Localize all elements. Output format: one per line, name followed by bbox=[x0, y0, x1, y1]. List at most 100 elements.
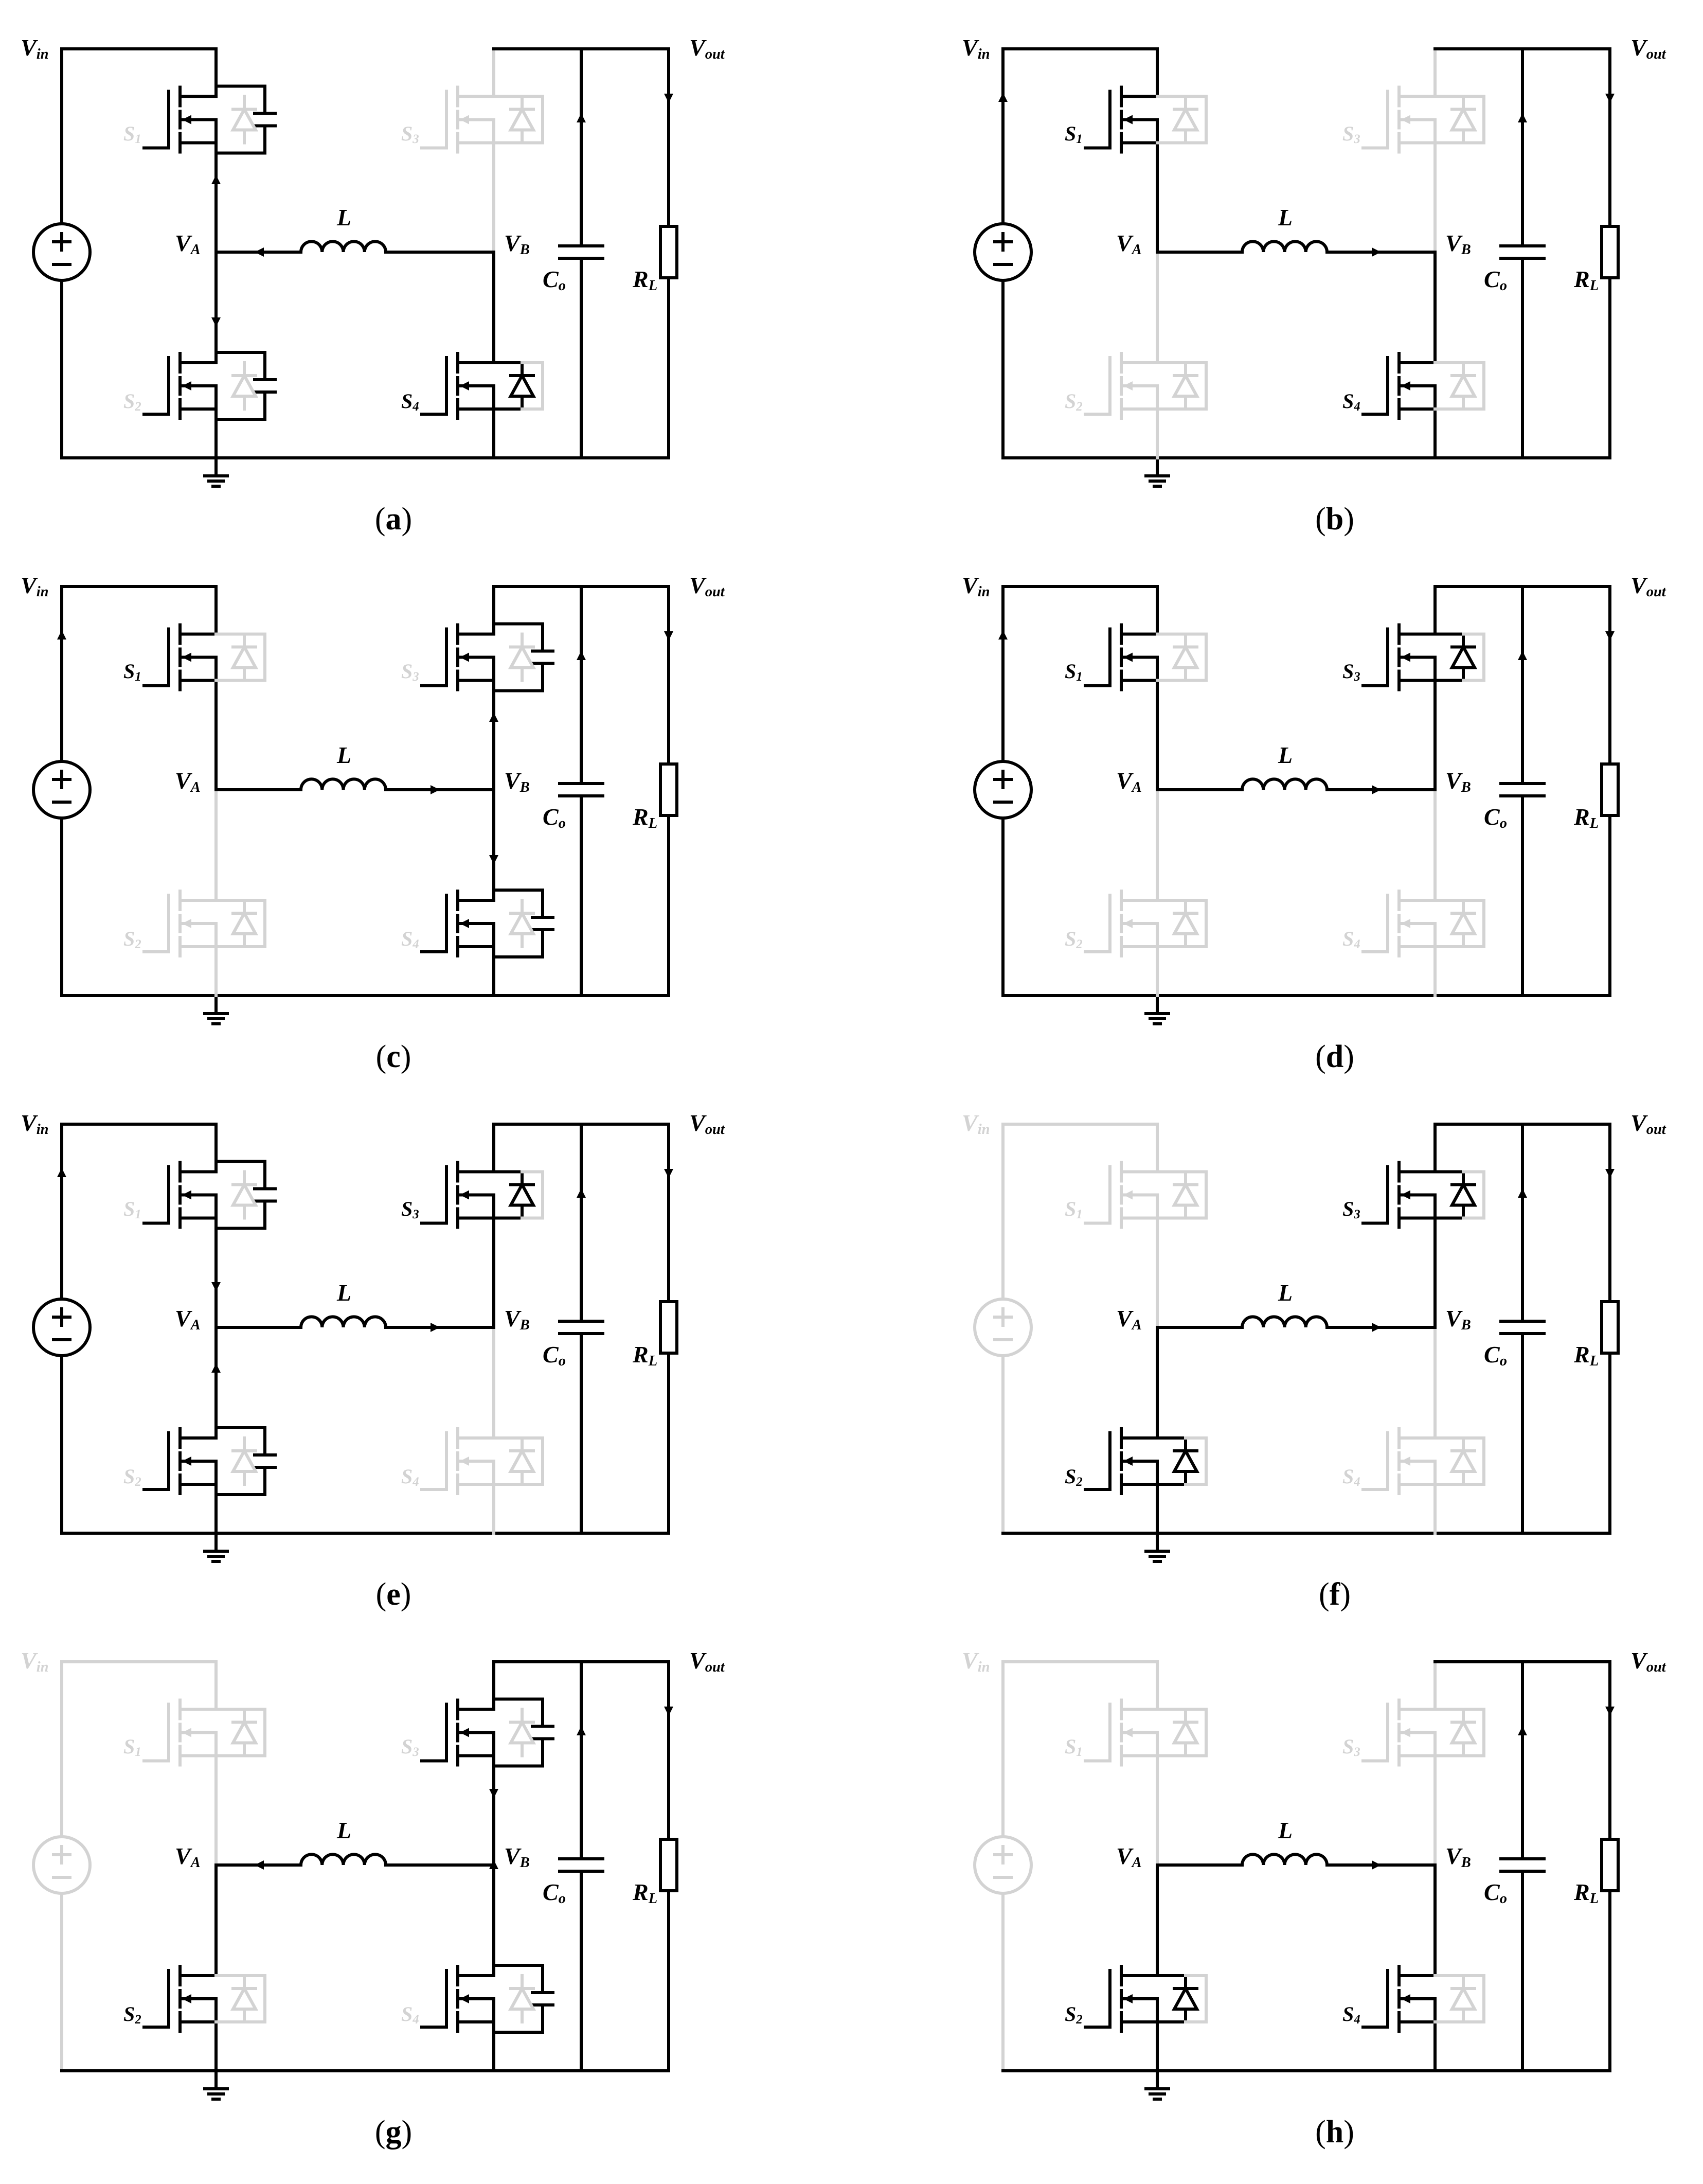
s1-label: S1 bbox=[1065, 1197, 1083, 1221]
parasitic-capacitor bbox=[214, 1426, 277, 1496]
s2-mosfet bbox=[142, 312, 277, 459]
source-current-arrow bbox=[57, 1168, 66, 1177]
circuit-e bbox=[32, 1123, 678, 1563]
co-label: Co bbox=[543, 804, 566, 831]
circuit-g bbox=[32, 1660, 678, 2101]
panel-caption: (b) bbox=[1315, 502, 1354, 537]
mosfet-body-arrow bbox=[182, 919, 191, 928]
ground-symbol bbox=[203, 1532, 229, 1563]
body-diode bbox=[1433, 95, 1485, 145]
s4-label: S4 bbox=[1342, 2002, 1360, 2027]
mosfet-body-arrow bbox=[460, 1190, 469, 1200]
voltage-source bbox=[973, 1298, 1033, 1357]
load-current-arrow bbox=[664, 1707, 673, 1716]
vin-label: Vin bbox=[962, 1110, 990, 1138]
ground-symbol bbox=[1144, 2069, 1170, 2101]
voltage-source bbox=[32, 760, 92, 820]
body-diode bbox=[1433, 361, 1485, 411]
mosfet-body-arrow bbox=[1401, 381, 1410, 390]
vin-label: Vin bbox=[962, 34, 990, 62]
inductor-current-arrow bbox=[255, 1860, 264, 1870]
vout-label: Vout bbox=[1630, 34, 1666, 62]
mosfet-body-arrow bbox=[1401, 652, 1410, 662]
ground-symbol bbox=[1144, 994, 1170, 1025]
capacitor-current-arrow bbox=[577, 1188, 586, 1198]
body-diode bbox=[508, 632, 536, 682]
s4-mosfet bbox=[420, 850, 554, 997]
load-current-arrow bbox=[1605, 94, 1615, 103]
s4-label: S4 bbox=[401, 389, 419, 414]
co-label: Co bbox=[543, 1341, 566, 1369]
load-current-arrow bbox=[1605, 1707, 1615, 1716]
rl-label: RL bbox=[633, 1879, 658, 1907]
s2-mosfet bbox=[1084, 1925, 1208, 2072]
mosfet-body-arrow bbox=[460, 1994, 469, 2003]
source-current-arrow bbox=[998, 93, 1008, 102]
capacitor-current-arrow bbox=[577, 1726, 586, 1735]
capacitor-current-arrow bbox=[577, 651, 586, 660]
s2-label: S2 bbox=[1065, 1465, 1083, 1489]
body-diode bbox=[1156, 361, 1208, 411]
inductor bbox=[1241, 240, 1329, 253]
s1-mosfet bbox=[1084, 1660, 1208, 1805]
inductor-label: L bbox=[337, 204, 352, 230]
inductor-label: L bbox=[337, 1280, 352, 1306]
s2-label: S2 bbox=[123, 1465, 141, 1489]
mosfet-body-arrow bbox=[1401, 1457, 1410, 1466]
vout-label: Vout bbox=[1630, 1647, 1666, 1675]
mosfet-body-arrow bbox=[460, 1457, 469, 1466]
mosfet-body-arrow bbox=[1401, 1190, 1410, 1200]
vin-label: Vin bbox=[21, 34, 49, 62]
s4-mosfet bbox=[420, 1388, 544, 1535]
body-diode bbox=[492, 1436, 544, 1486]
voltage-source bbox=[32, 1835, 92, 1895]
s2-mosfet bbox=[142, 1925, 266, 2072]
inductor-current-arrow bbox=[1372, 1860, 1381, 1870]
body-diode bbox=[1433, 1170, 1485, 1220]
s2-label: S2 bbox=[123, 927, 141, 951]
s3-mosfet bbox=[420, 1123, 544, 1267]
load-current-arrow bbox=[1605, 631, 1615, 641]
vout-label: Vout bbox=[1630, 1110, 1666, 1138]
vb-label: VB bbox=[1445, 768, 1471, 795]
co-label: Co bbox=[1484, 266, 1507, 294]
mosfet-body-arrow bbox=[460, 1728, 469, 1737]
inductor-label: L bbox=[337, 742, 352, 768]
load-current-arrow bbox=[664, 631, 673, 641]
output-capacitor bbox=[1499, 1123, 1546, 1535]
load-resistor bbox=[1600, 47, 1620, 459]
mosfet-body-arrow bbox=[182, 1994, 191, 2003]
s3-label: S3 bbox=[1342, 660, 1360, 684]
load-current-arrow bbox=[664, 1169, 673, 1178]
ground-symbol bbox=[203, 994, 229, 1025]
voltage-source bbox=[32, 222, 92, 282]
mosfet-body-arrow bbox=[1123, 652, 1133, 662]
circuit-h bbox=[973, 1660, 1620, 2101]
body-diode bbox=[508, 899, 536, 948]
current-arrow bbox=[489, 713, 498, 722]
load-resistor bbox=[659, 585, 678, 997]
body-diode bbox=[1156, 95, 1208, 145]
vin-label: Vin bbox=[21, 1110, 49, 1138]
inductor-current-arrow bbox=[1372, 247, 1381, 257]
body-diode bbox=[1156, 1974, 1208, 2023]
s3-label: S3 bbox=[401, 660, 419, 684]
vin-label: Vin bbox=[21, 1647, 49, 1675]
va-label: VA bbox=[175, 768, 201, 795]
vout-label: Vout bbox=[1630, 572, 1666, 600]
mosfet-body-arrow bbox=[460, 652, 469, 662]
load-current-arrow bbox=[1605, 1169, 1615, 1178]
vout-label: Vout bbox=[689, 1647, 725, 1675]
rl-label: RL bbox=[633, 1341, 658, 1369]
s2-label: S2 bbox=[1065, 927, 1083, 951]
capacitor-current-arrow bbox=[577, 113, 586, 122]
mosfet-body-arrow bbox=[460, 919, 469, 928]
vin-label: Vin bbox=[962, 572, 990, 600]
load-resistor bbox=[659, 1123, 678, 1535]
vb-label: VB bbox=[504, 1305, 530, 1333]
va-label: VA bbox=[1116, 1843, 1142, 1871]
s2-mosfet bbox=[142, 1388, 277, 1535]
